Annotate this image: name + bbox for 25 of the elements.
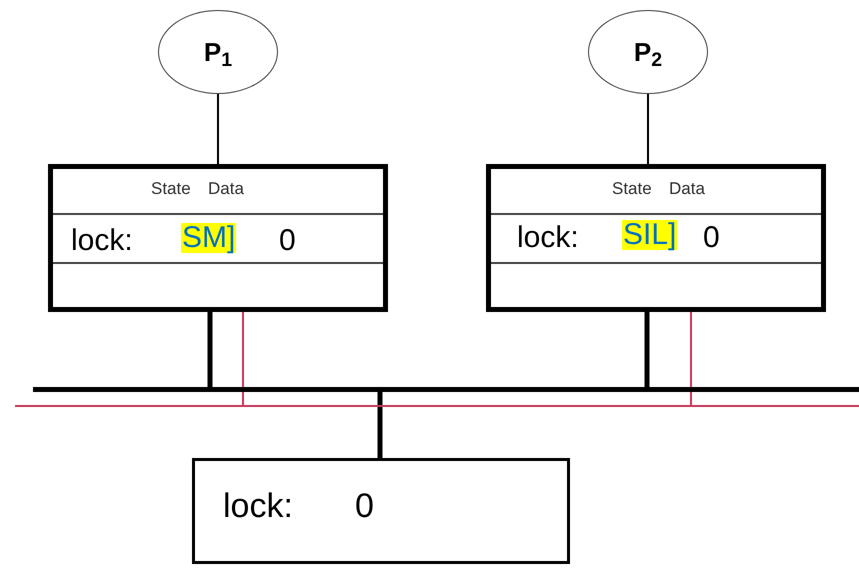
connector-line [378, 392, 382, 458]
data-value: 0 [355, 489, 374, 523]
processor-label: P$_{2}$ [634, 39, 662, 65]
snoop-line [15, 405, 859, 407]
field-label: lock: [517, 223, 579, 253]
column-header: State [612, 180, 652, 197]
state-value: SIL] [622, 220, 678, 250]
field-label: lock: [223, 489, 293, 523]
connector-line [217, 94, 219, 164]
data-value: 0 [703, 223, 720, 253]
connector-line [647, 94, 649, 164]
field-label: lock: [71, 226, 133, 256]
state-value: SM] [181, 223, 236, 253]
cache-box [48, 164, 388, 312]
data-value: 0 [279, 226, 296, 256]
connector-line [242, 312, 244, 405]
column-header: State [151, 180, 191, 197]
connector-line [690, 312, 692, 405]
cache-box [486, 164, 826, 312]
processor-label: P$_{1}$ [204, 39, 232, 65]
connector-line [208, 312, 212, 387]
column-header: Data [208, 180, 244, 197]
connector-line [644, 312, 650, 387]
column-header: Data [669, 180, 705, 197]
memory-box [192, 458, 570, 564]
